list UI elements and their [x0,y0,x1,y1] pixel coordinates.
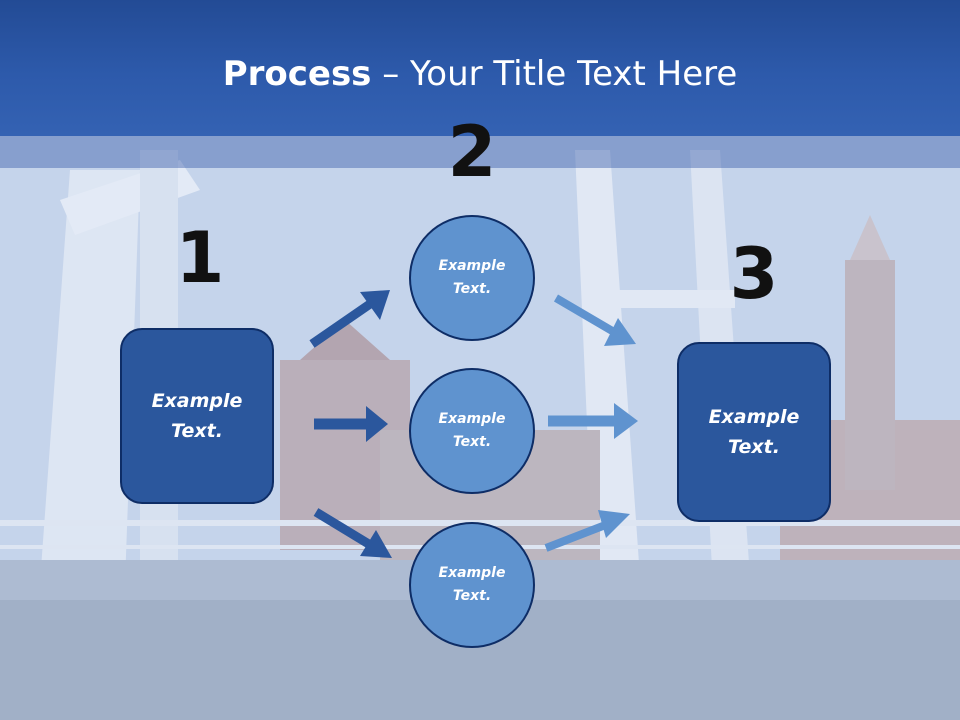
right-box-text: Example Text. [708,406,800,458]
left-process-box[interactable]: Example Text. [120,328,274,504]
title-rest: – Your Title Text Here [371,54,738,94]
circle-top[interactable]: Example Text. [409,215,535,341]
step-number-2[interactable]: 2 [447,111,497,193]
step-number-1[interactable]: 1 [175,217,225,299]
right-process-box[interactable]: Example Text. [677,342,831,522]
circle-bottom[interactable]: Example Text. [409,522,535,648]
circle-middle[interactable]: Example Text. [409,368,535,494]
arrow-left-to-middle[interactable] [314,406,388,442]
arrow-left-to-bottom[interactable] [313,508,392,558]
arrow-middle-to-right[interactable] [548,403,638,439]
arrow-left-to-top[interactable] [309,290,390,348]
circle-bottom-text: Example Text. [438,565,506,604]
title-bar [0,0,960,136]
slide-title[interactable]: Process – Your Title Text Here [0,52,960,96]
left-box-text: Example Text. [151,390,243,442]
title-bold: Process [222,54,372,94]
arrow-top-to-right[interactable] [553,294,636,346]
title-strip [0,136,960,168]
circle-top-text: Example Text. [438,258,506,297]
arrow-bottom-to-right[interactable] [544,510,630,552]
circle-middle-text: Example Text. [438,411,506,450]
step-number-3[interactable]: 3 [729,233,779,315]
